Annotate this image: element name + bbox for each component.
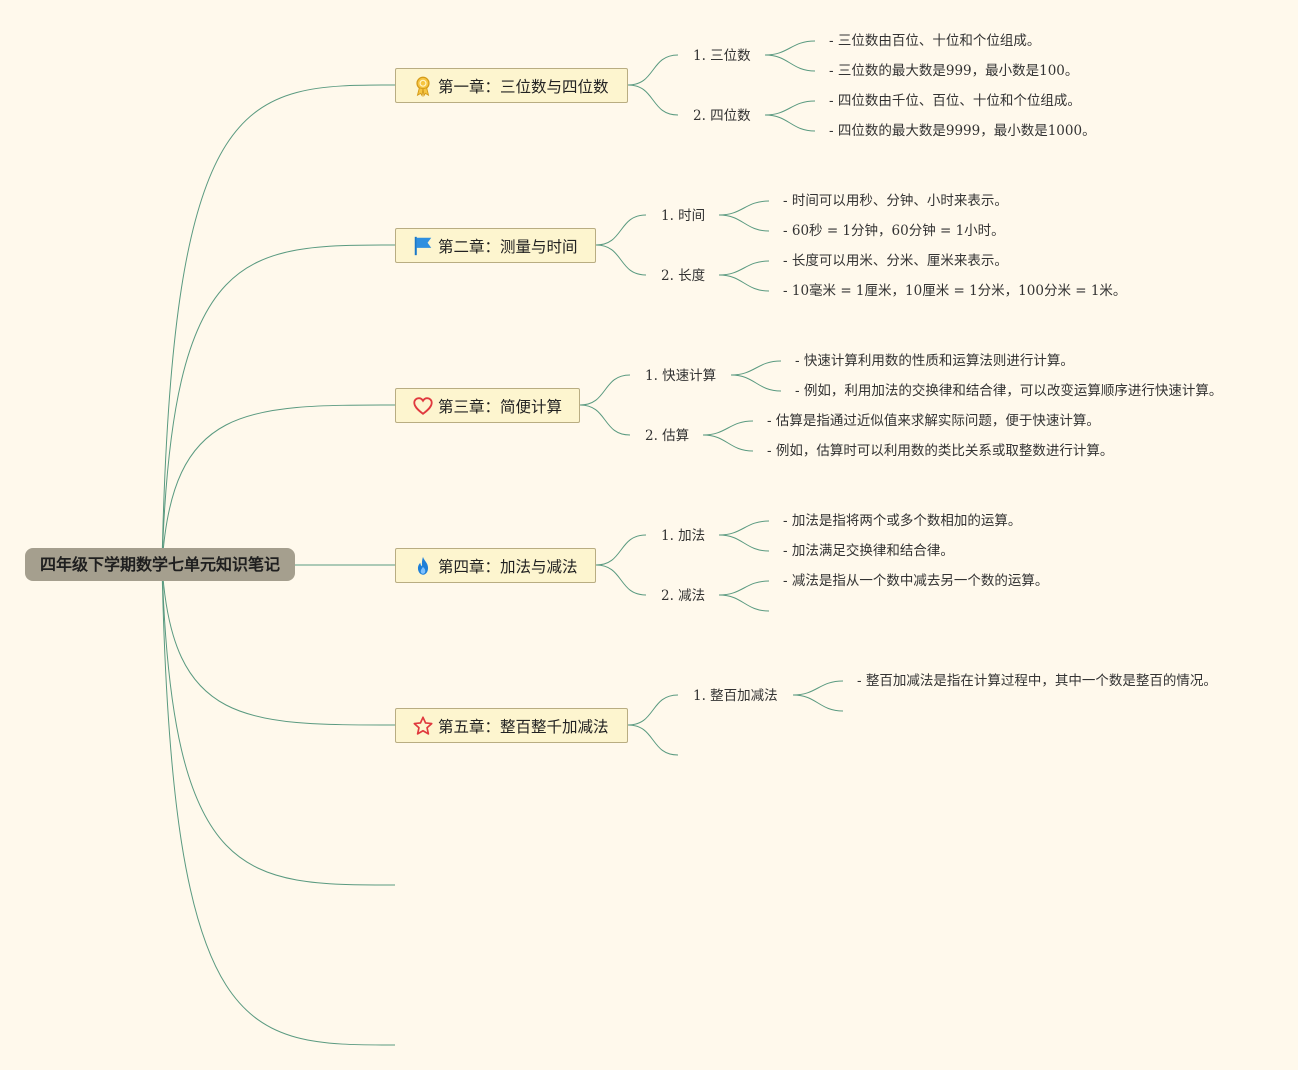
section-branch-line bbox=[730, 374, 782, 392]
point-text[interactable]: - 四位数的最大数是9999，最小数是1000。 bbox=[829, 123, 1096, 139]
chapter-branch-line bbox=[595, 244, 647, 276]
chapter-node-5[interactable]: 第五章：整百整千加减法 bbox=[395, 708, 628, 743]
chapter-branch-line bbox=[579, 374, 631, 406]
chapter-title: 第一章：三位数与四位数 bbox=[438, 77, 609, 96]
chapter-title: 第四章：加法与减法 bbox=[438, 557, 578, 576]
point-text[interactable]: - 加法是指将两个或多个数相加的运算。 bbox=[783, 513, 1022, 529]
chapter-node-3[interactable]: 第三章：简便计算 bbox=[395, 388, 580, 423]
section-branch-line bbox=[764, 100, 816, 116]
point-text[interactable]: - 减法是指从一个数中减去另一个数的运算。 bbox=[783, 573, 1049, 589]
point-text[interactable]: - 长度可以用米、分米、厘米来表示。 bbox=[783, 253, 1008, 269]
section-branch-line bbox=[764, 54, 816, 72]
point-text[interactable]: - 快速计算利用数的性质和运算法则进行计算。 bbox=[795, 353, 1074, 369]
section-branch-line bbox=[730, 360, 782, 376]
flame-icon bbox=[412, 555, 434, 577]
flag-icon bbox=[412, 235, 434, 257]
section-branch-line bbox=[718, 534, 770, 552]
section-branch-line bbox=[702, 420, 754, 436]
root-branch-line bbox=[161, 564, 396, 726]
section-branch-line bbox=[702, 434, 754, 452]
chapter-node-4[interactable]: 第四章：加法与减法 bbox=[395, 548, 596, 583]
chapter-branch-line bbox=[627, 84, 679, 116]
point-text[interactable]: - 三位数由百位、十位和个位组成。 bbox=[829, 33, 1041, 49]
star-icon bbox=[412, 715, 434, 737]
section-label[interactable]: 2. 估算 bbox=[645, 428, 690, 444]
section-branch-line bbox=[718, 580, 770, 596]
point-text[interactable]: - 10毫米 = 1厘米，10厘米 = 1分米，100分米 = 1米。 bbox=[783, 283, 1127, 299]
section-label[interactable]: 1. 快速计算 bbox=[645, 368, 717, 384]
point-text[interactable]: - 加法满足交换律和结合律。 bbox=[783, 543, 954, 559]
chapter-node-2[interactable]: 第二章：测量与时间 bbox=[395, 228, 596, 263]
chapter-branch-line bbox=[627, 694, 679, 726]
root-branch-line bbox=[161, 564, 396, 1046]
section-branch-line bbox=[792, 694, 844, 712]
root-branch-line bbox=[161, 244, 396, 566]
section-branch-line bbox=[718, 214, 770, 232]
section-branch-line bbox=[718, 520, 770, 536]
chapter-title: 第二章：测量与时间 bbox=[438, 237, 578, 256]
award-ribbon-icon bbox=[412, 75, 434, 97]
section-branch-line bbox=[764, 114, 816, 132]
chapter-branch-line bbox=[627, 724, 679, 756]
section-label[interactable]: 2. 减法 bbox=[661, 588, 706, 604]
point-text[interactable]: - 例如，利用加法的交换律和结合律，可以改变运算顺序进行快速计算。 bbox=[795, 383, 1223, 399]
root-branch-line bbox=[161, 404, 396, 566]
section-branch-line bbox=[718, 274, 770, 292]
point-text[interactable]: - 估算是指通过近似值来求解实际问题，便于快速计算。 bbox=[767, 413, 1100, 429]
section-branch-line bbox=[718, 200, 770, 216]
root-node[interactable]: 四年级下学期数学七单元知识笔记 bbox=[25, 548, 295, 581]
section-branch-line bbox=[718, 260, 770, 276]
chapter-branch-line bbox=[595, 534, 647, 566]
heart-icon bbox=[412, 395, 434, 417]
section-branch-line bbox=[718, 594, 770, 612]
point-text[interactable]: - 四位数由千位、百位、十位和个位组成。 bbox=[829, 93, 1081, 109]
root-branch-line bbox=[161, 564, 396, 886]
chapter-title: 第三章：简便计算 bbox=[438, 397, 563, 416]
section-branch-line bbox=[764, 40, 816, 56]
root-branch-line bbox=[161, 84, 396, 566]
section-label[interactable]: 1. 加法 bbox=[661, 528, 706, 544]
point-text[interactable]: - 三位数的最大数是999，最小数是100。 bbox=[829, 63, 1079, 79]
section-label[interactable]: 2. 长度 bbox=[661, 268, 706, 284]
chapter-branch-line bbox=[595, 214, 647, 246]
point-text[interactable]: - 时间可以用秒、分钟、小时来表示。 bbox=[783, 193, 1008, 209]
chapter-node-1[interactable]: 第一章：三位数与四位数 bbox=[395, 68, 628, 103]
chapter-branch-line bbox=[579, 404, 631, 436]
section-label[interactable]: 1. 整百加减法 bbox=[693, 688, 778, 704]
point-text[interactable]: - 整百加减法是指在计算过程中，其中一个数是整百的情况。 bbox=[857, 673, 1217, 689]
section-label[interactable]: 1. 三位数 bbox=[693, 48, 751, 64]
chapter-branch-line bbox=[627, 54, 679, 86]
section-branch-line bbox=[792, 680, 844, 696]
chapter-title: 第五章：整百整千加减法 bbox=[438, 717, 609, 736]
point-text[interactable]: - 60秒 = 1分钟，60分钟 = 1小时。 bbox=[783, 223, 1005, 239]
chapter-branch-line bbox=[595, 564, 647, 596]
section-label[interactable]: 1. 时间 bbox=[661, 208, 706, 224]
point-text[interactable]: - 例如，估算时可以利用数的类比关系或取整数进行计算。 bbox=[767, 443, 1114, 459]
section-label[interactable]: 2. 四位数 bbox=[693, 108, 751, 124]
